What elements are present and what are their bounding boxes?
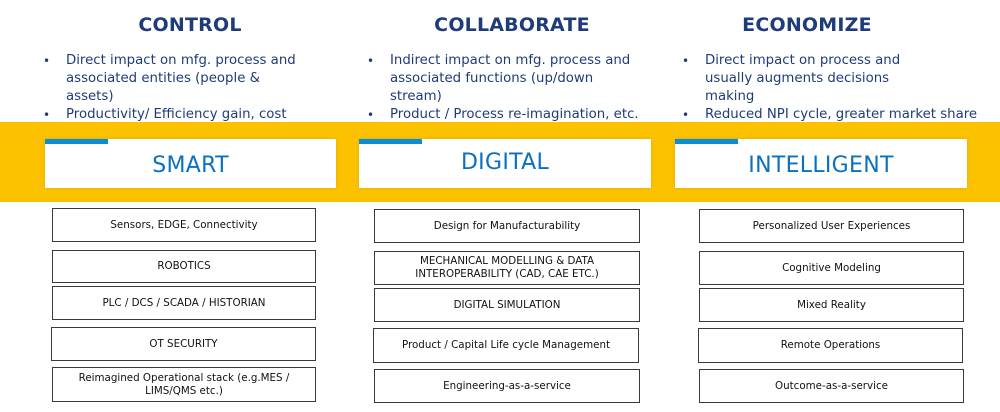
bullet-item: Reduced NPI cycle, greater market share: [679, 106, 979, 124]
economize-bullets: Direct impact on process and usually aug…: [679, 52, 979, 124]
card-label-intelligent: INTELLIGENT: [748, 153, 894, 178]
item-box: Reimagined Operational stack (e.g.MES / …: [52, 367, 316, 402]
item-box: DIGITAL SIMULATION: [374, 288, 640, 322]
item-box: Personalized User Experiences: [699, 209, 964, 243]
bullet-item: Indirect impact on mfg. process and asso…: [364, 52, 640, 106]
card-intelligent: INTELLIGENT: [675, 139, 967, 188]
accent-bar: [675, 139, 738, 144]
heading-collaborate: COLLABORATE: [434, 14, 590, 36]
item-box: Cognitive Modeling: [699, 251, 964, 285]
item-box: MECHANICAL MODELLING & DATA INTEROPERABI…: [374, 251, 640, 285]
item-box: PLC / DCS / SCADA / HISTORIAN: [52, 286, 316, 320]
item-box: Design for Manufacturability: [374, 209, 640, 243]
item-box: Product / Capital Life cycle Management: [373, 328, 639, 363]
item-box: Mixed Reality: [699, 288, 964, 322]
bullet-item: Product / Process re-imagination, etc.: [364, 106, 664, 124]
accent-bar: [359, 139, 422, 144]
bullet-item: Direct impact on process and usually aug…: [679, 52, 940, 106]
card-digital: DIGITAL: [359, 139, 651, 188]
item-box: Engineering-as-a-service: [374, 369, 640, 403]
bullet-item: Direct impact on mfg. process and associ…: [40, 52, 296, 106]
collaborate-bullets: Indirect impact on mfg. process and asso…: [364, 52, 664, 124]
item-box: ROBOTICS: [52, 250, 316, 283]
item-box: Outcome-as-a-service: [699, 369, 964, 403]
card-label-digital: DIGITAL: [460, 150, 550, 175]
card-label-smart: SMART: [152, 153, 229, 178]
heading-economize: ECONOMIZE: [742, 14, 872, 36]
accent-bar: [45, 139, 108, 144]
heading-control: CONTROL: [138, 14, 242, 36]
control-bullets: Direct impact on mfg. process and associ…: [40, 52, 340, 142]
item-box: Remote Operations: [698, 328, 963, 363]
item-box: OT SECURITY: [51, 327, 316, 361]
card-smart: SMART: [45, 139, 336, 188]
item-box: Sensors, EDGE, Connectivity: [52, 208, 316, 242]
